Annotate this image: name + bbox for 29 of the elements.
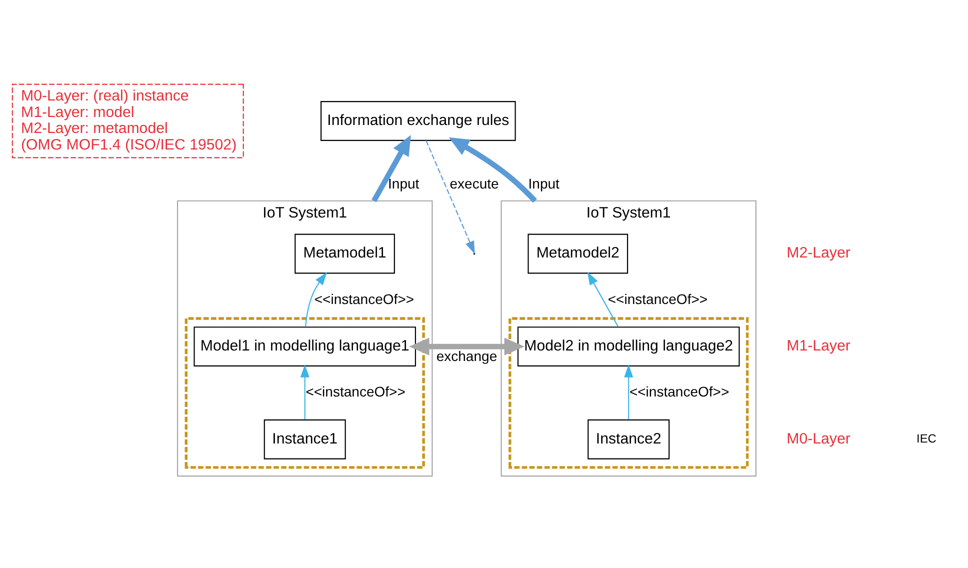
edge-label: <<instanceOf>> (306, 383, 406, 400)
label: M2-Layer (786, 244, 850, 262)
arrow (587, 271, 619, 326)
arrow (624, 364, 634, 419)
arrow (409, 337, 525, 355)
arrow (372, 134, 411, 202)
arrow (448, 136, 538, 202)
edge-label: Input (528, 174, 560, 191)
node-box: Instance2 (588, 418, 670, 459)
edge-label: execute (450, 174, 499, 191)
label: IEC (916, 430, 936, 445)
label: M1-Layer (786, 337, 850, 354)
node-box: Metamodel1 (294, 233, 395, 274)
node-box: M0-Layer: (real) instance M1-Layer: model M2-Layer: metamodel (OMG MOF1.4 (ISO/IEC 19502) (12, 83, 244, 158)
label: M0-Layer (786, 430, 850, 447)
cluster (184, 316, 425, 468)
edge-label: <<instanceOf>> (314, 290, 414, 306)
edge-label: Input (388, 174, 420, 191)
arrow (305, 272, 328, 326)
cluster (508, 316, 749, 468)
node-box: Instance1 (264, 418, 346, 459)
node-box: Model1 in modelling language1 (194, 326, 416, 366)
node-box: Model2 in modelling language2 (517, 326, 740, 366)
arrow (300, 364, 310, 419)
node-box: Metamodel2 (528, 233, 628, 274)
node-box: Information exchange rules (320, 100, 516, 140)
edge-label: <<instanceOf>> (629, 383, 730, 400)
edge-label: exchange (436, 348, 498, 364)
edge-label: <<instanceOf>> (608, 290, 708, 306)
